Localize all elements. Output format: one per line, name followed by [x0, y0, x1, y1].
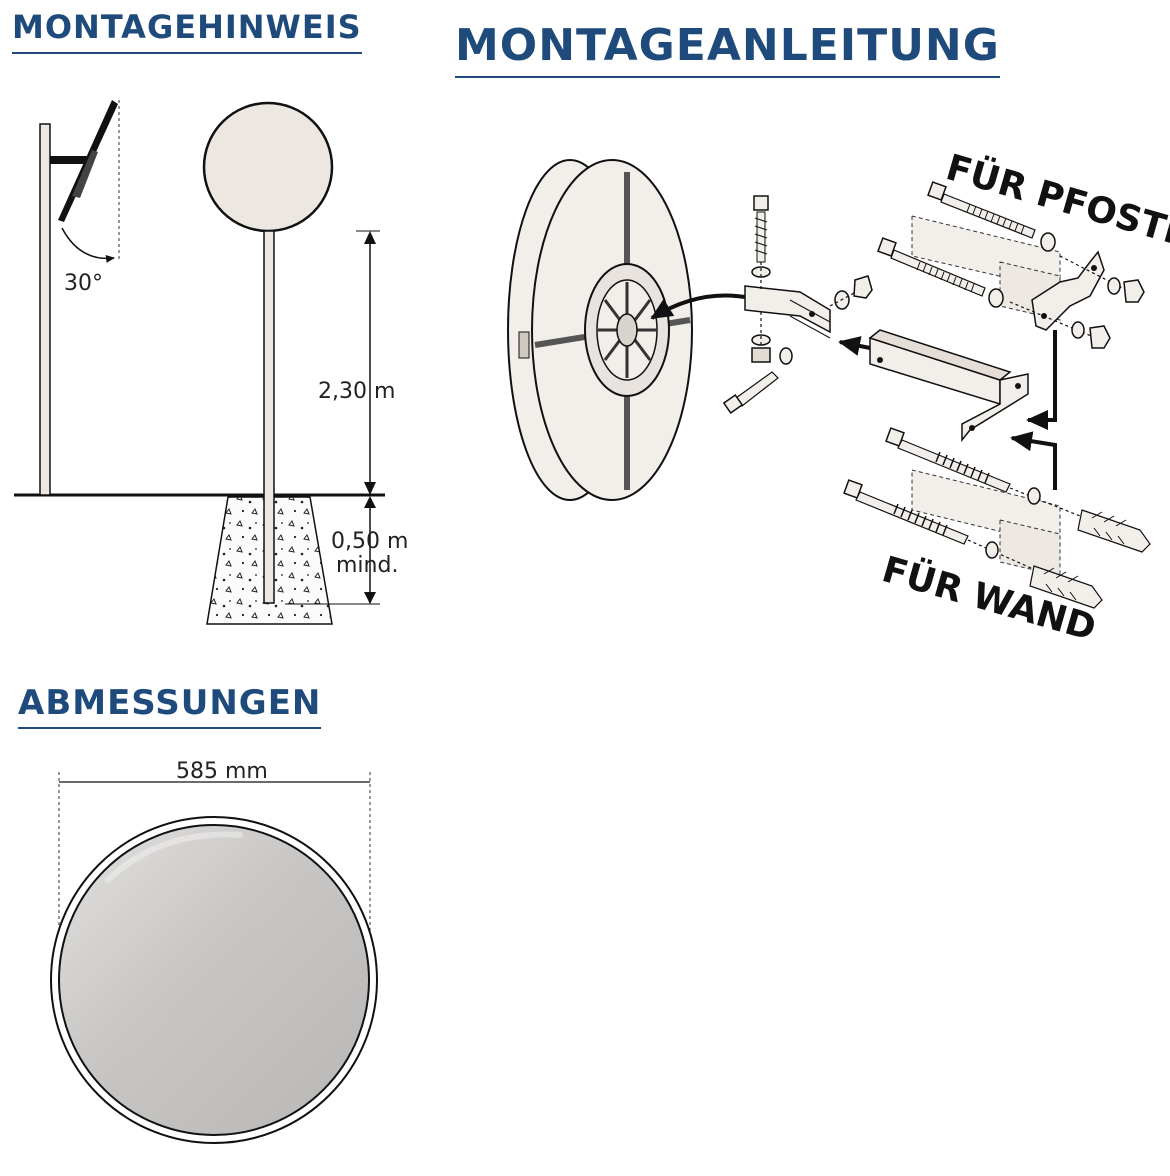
post-washer-right-upper — [1107, 277, 1121, 295]
depth-note-label: mind. — [336, 553, 398, 578]
diameter-label: 585 mm — [176, 759, 268, 784]
angled-bolt-head — [722, 394, 744, 414]
post-bolt-head-lower — [877, 237, 897, 257]
post-bolt-thread-lower — [916, 261, 975, 293]
mirror-highlight — [105, 831, 243, 883]
clamp-bracket — [744, 285, 831, 334]
wall-washer-upper — [1027, 487, 1041, 505]
depth-dim-arrow-top — [364, 496, 376, 508]
mounting-note-diagram: 30° 2,30 m 0,50 m mind. — [14, 100, 408, 625]
angle-bracket-foot — [961, 373, 1029, 443]
heading-underline — [455, 76, 1000, 78]
wall-plug-upper — [1077, 509, 1151, 553]
arrow-from-wall-option — [1010, 431, 1057, 490]
front-mirror — [202, 101, 334, 233]
clamp-assembly — [722, 195, 873, 414]
post-bolt-thread-upper — [966, 203, 1025, 235]
height-dim-arrow-top — [364, 231, 376, 244]
angle-bracket-hole — [877, 357, 883, 363]
mirror-hub-center — [616, 313, 638, 347]
post-clamp-plate — [1031, 250, 1105, 331]
mirror-face — [58, 824, 370, 1136]
heading-mounting-instructions: MONTAGEANLEITUNG — [455, 20, 1000, 78]
dimensions-diagram: 585 mm — [50, 759, 378, 1144]
wall-screw-thread-lower — [893, 503, 948, 536]
clamp-hole — [809, 311, 815, 317]
post-nut-lower — [1089, 325, 1111, 349]
arrow-from-post-option — [1026, 330, 1057, 430]
arrow-to-clamp — [838, 336, 871, 356]
post-mounting-hardware — [877, 181, 1145, 349]
side-post — [39, 123, 51, 496]
wall-washer-lower — [985, 541, 999, 559]
heading-mounting-note: MONTAGEHINWEIS — [12, 8, 362, 54]
heading-underline — [12, 52, 362, 54]
angle-bracket-foot-hole — [1015, 383, 1021, 389]
depth-dim-arrow-bottom — [364, 592, 376, 604]
angled-bolt-washer — [779, 347, 793, 365]
top-bolt-thread — [754, 217, 768, 255]
wall-screw-thread-upper — [935, 451, 990, 484]
front-pole — [263, 230, 275, 604]
post-bolt-shank-lower — [890, 249, 986, 297]
post-bolt-head-upper — [927, 181, 947, 201]
wall-plug-fins-lower — [1043, 567, 1079, 601]
bottom-nut — [751, 347, 771, 363]
heading-dimensions: ABMESSUNGEN — [18, 683, 322, 729]
angle-bracket-top — [868, 329, 1012, 381]
side-bolt-guide — [829, 291, 857, 307]
post-washer-right-lower — [1071, 321, 1085, 339]
height-dim-arrow-bottom — [364, 482, 376, 495]
mirror-back-view — [507, 159, 693, 501]
wall-screw-head-upper — [885, 427, 905, 447]
post-washer-upper — [1040, 232, 1056, 252]
side-mirror-back — [72, 150, 98, 198]
wall-screw-guide-lower — [967, 539, 1041, 573]
side-nut — [853, 275, 873, 299]
wall-screw-guide-upper — [1009, 487, 1091, 521]
wall-mounting-hardware — [843, 427, 1151, 609]
side-bracket-arm — [50, 156, 90, 164]
post-bolt-guide-upper — [1059, 255, 1131, 293]
wall-plug-fins-upper — [1091, 511, 1127, 545]
clamp-bracket-edge — [789, 299, 831, 339]
post-clamp-hole — [1091, 265, 1097, 271]
mounting-instructions-diagram: FÜR PFOSTEN FÜR WAND — [507, 146, 1170, 649]
arrow-to-hub — [650, 293, 751, 320]
angle-bracket — [868, 329, 1029, 443]
mirror-side-clip — [518, 331, 530, 359]
post-washer-lower — [988, 288, 1004, 308]
top-bolt-head — [753, 195, 769, 211]
depth-label: 0,50 m — [331, 529, 408, 554]
post-bolt-shank-upper — [940, 193, 1036, 239]
tilt-angle-label: 30° — [64, 271, 103, 296]
top-bolt-shank — [756, 211, 766, 263]
angled-bolt — [735, 371, 779, 407]
wall-screw-head-lower — [843, 479, 863, 499]
wall-plug-lower — [1029, 565, 1103, 609]
angle-bracket-foot-hole — [969, 425, 975, 431]
heading-underline — [18, 727, 322, 729]
tilt-angle-arc — [61, 227, 115, 263]
wall-block-lower — [999, 519, 1061, 577]
post-nut-upper — [1123, 279, 1145, 303]
height-label: 2,30 m — [318, 379, 395, 404]
